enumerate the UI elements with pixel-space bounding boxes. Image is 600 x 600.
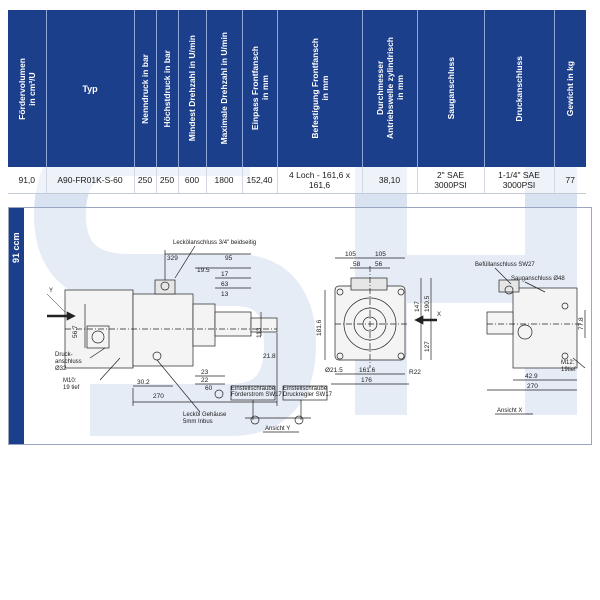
- header-hoechstdruck: Höchstdruck in bar: [156, 10, 179, 167]
- label-m12-tief: 19tief: [561, 367, 576, 373]
- dim-77-8: 77.8: [578, 317, 585, 330]
- dim-23: 23: [201, 369, 209, 376]
- cell-gewicht: 77: [554, 167, 586, 194]
- label-einstell-2b: Druckregler SW17: [283, 392, 333, 398]
- header-foerdervolumen: Fördervolumen in cm³/U: [8, 10, 47, 167]
- front-view: [324, 257, 437, 385]
- cell-maximale-drehzahl: 1800: [206, 167, 243, 194]
- spec-table: Fördervolumen in cm³/U Typ Nenndruck in …: [8, 10, 586, 194]
- dim-56-7: 56.7: [72, 325, 79, 338]
- dim-63: 63: [221, 281, 229, 288]
- technical-drawing: Leckölanschluss 3/4" beidseitig 329 95 1…: [46, 240, 586, 433]
- cell-durchmesser-antriebswelle: 38,10: [362, 167, 418, 194]
- view-x: [486, 267, 586, 391]
- dim-270-b: 270: [527, 383, 538, 390]
- dim-13: 13: [221, 291, 229, 298]
- dim-42-9: 42.9: [525, 373, 538, 380]
- label-leckoel-gehaeuse: Lecköl Gehäuse: [183, 412, 227, 418]
- dim-161-6: 161.6: [359, 367, 376, 374]
- dim-21-8: 21.8: [263, 353, 276, 360]
- cell-foerdervolumen: 91,0: [8, 167, 47, 194]
- label-leckoel: Leckölanschluss 3/4" beidseitig: [173, 240, 256, 246]
- cell-typ: A90-FR01K-S-60: [46, 167, 135, 194]
- dim-176: 176: [361, 377, 372, 384]
- label-m12: M12:: [561, 360, 575, 366]
- dim-d21-5: Ø21.5: [325, 367, 343, 374]
- header-gewicht: Gewicht in kg: [554, 10, 586, 167]
- label-y-arrow: Y: [49, 288, 53, 294]
- header-einpass-frontflansch: Einpass Frontfansch in mm: [242, 10, 278, 167]
- cell-einpass-frontflansch: 152,40: [242, 167, 278, 194]
- cell-druckanschluss: 1-1/4" SAE 3000PSI: [484, 167, 555, 194]
- dim-19-5: 19.5: [197, 267, 210, 274]
- dim-105-a: 105: [345, 251, 356, 258]
- dim-105-b: 105: [375, 251, 386, 258]
- cell-sauganschluss: 2" SAE 3000PSI: [417, 167, 485, 194]
- label-m10-tief: 19 tief: [63, 385, 80, 391]
- dim-113: 113: [256, 327, 263, 338]
- label-druckanschluss-1: Druck-: [55, 352, 73, 358]
- dim-58: 58: [353, 261, 361, 268]
- cell-befestigung-frontflansch: 4 Loch - 161,6 x 161,6: [277, 167, 363, 194]
- label-inbus: 5mm Inbus: [183, 419, 213, 425]
- dim-270: 270: [153, 393, 164, 400]
- dim-147: 147: [414, 301, 421, 312]
- label-ansicht-x: Ansicht X: [497, 408, 522, 414]
- label-ansicht-y: Ansicht Y: [265, 426, 290, 432]
- dim-56: 56: [375, 261, 383, 268]
- dim-60: 60: [205, 385, 213, 392]
- dim-181-6: 181.6: [316, 319, 323, 336]
- cell-nenndruck: 250: [134, 167, 157, 194]
- dim-95: 95: [225, 255, 233, 262]
- header-befestigung-frontflansch: Befestigung Frontfansch in mm: [277, 10, 363, 167]
- header-sauganschluss: Sauganschluss: [417, 10, 485, 167]
- dim-22: 22: [201, 377, 209, 384]
- cell-hoechstdruck: 250: [156, 167, 179, 194]
- header-maximale-drehzahl: Maximale Drehzahl in U/min: [206, 10, 243, 167]
- table-row: 91,0 A90-FR01K-S-60 250 250 600 1800 152…: [8, 167, 586, 194]
- header-nenndruck: Nenndruck in bar: [134, 10, 157, 167]
- label-m10: M10:: [63, 378, 77, 384]
- side-view: [46, 245, 278, 413]
- label-druckanschluss-2: anschluss: [55, 359, 82, 365]
- dim-r22: R22: [409, 369, 421, 376]
- side-tab-label: 91 ccm: [11, 232, 21, 264]
- label-befuell: Befüllanschluss SW27: [475, 262, 535, 268]
- cell-mindest-drehzahl: 600: [178, 167, 207, 194]
- header-durchmesser-antriebswelle: Durchmesser Antriebswelle zylindrisch in…: [362, 10, 418, 167]
- header-mindest-drehzahl: Mindest Drehzahl in U/min: [178, 10, 207, 167]
- dim-17: 17: [221, 271, 229, 278]
- label-d32: Ø32: [55, 366, 67, 372]
- label-saug: Sauganschluss Ø48: [511, 276, 565, 282]
- table-header-row: Fördervolumen in cm³/U Typ Nenndruck in …: [8, 10, 586, 167]
- label-einstell-1b: Förderstrom SW17: [231, 392, 282, 398]
- side-tab: 91 ccm: [9, 208, 24, 444]
- dim-329: 329: [167, 255, 178, 262]
- label-einstell-2a: Einstellschraube: [283, 386, 328, 392]
- dim-190-5: 190.5: [424, 295, 431, 312]
- label-einstell-1a: Einstellschraube: [231, 386, 276, 392]
- header-typ: Typ: [46, 10, 135, 167]
- label-x-arrow: X: [437, 312, 441, 318]
- dim-127: 127: [424, 341, 431, 352]
- ansicht-y-symbol: [214, 385, 328, 425]
- dim-30-2: 30.2: [137, 379, 150, 386]
- drawing-panel: 91 ccm: [8, 207, 592, 445]
- header-druckanschluss: Druckanschluss: [484, 10, 555, 167]
